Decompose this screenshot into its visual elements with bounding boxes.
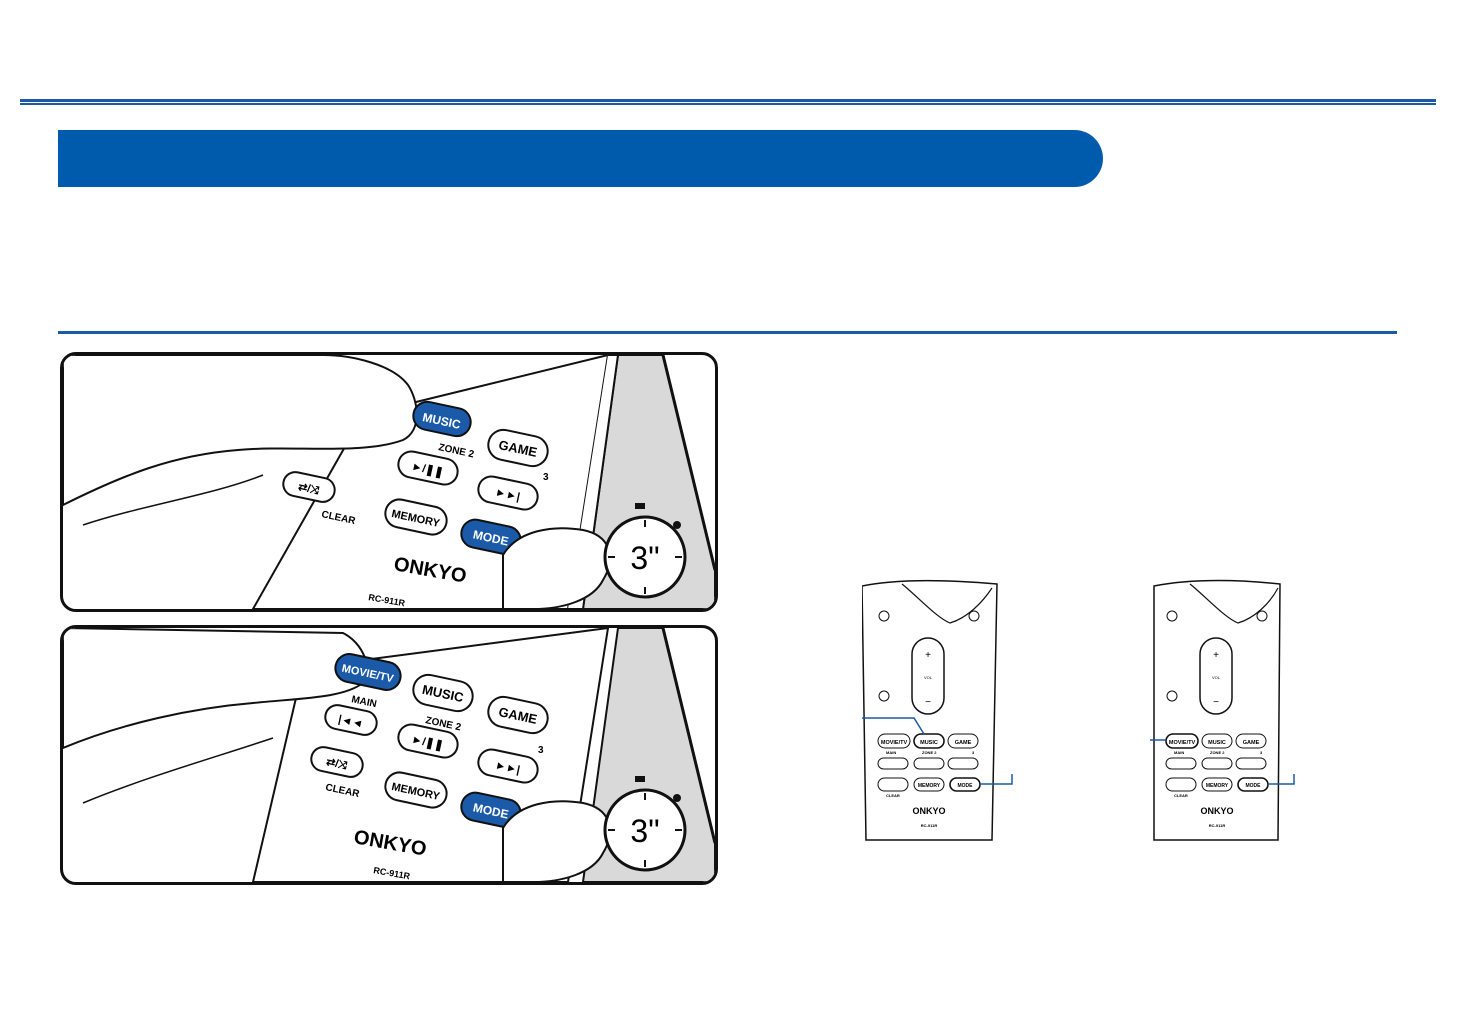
memory-button: MEMORY xyxy=(384,498,448,536)
svg-text:+: + xyxy=(925,650,931,661)
remote-diagram-right: + − VOL MOVIE/TV MUSIC GAME MAIN ZONE 2 … xyxy=(1140,578,1310,853)
zone3-label: 3 xyxy=(543,472,549,483)
subsection-rule xyxy=(58,331,1397,334)
game-button: GAME xyxy=(487,428,549,468)
play-pause-button xyxy=(397,723,459,759)
music-button: MUSIC xyxy=(412,400,472,438)
svg-text:GAME: GAME xyxy=(1243,740,1260,746)
svg-text:MODE: MODE xyxy=(1246,783,1262,789)
svg-text:ZONE 2: ZONE 2 xyxy=(1210,750,1225,755)
svg-text:⇄/⤨: ⇄/⤨ xyxy=(325,756,349,772)
svg-text:MODE: MODE xyxy=(958,783,974,789)
section-banner xyxy=(58,130,1103,187)
music-button: MUSIC xyxy=(913,733,945,749)
repeat-shuffle-button xyxy=(310,746,364,778)
svg-text:VOL: VOL xyxy=(1212,675,1221,680)
game-button: GAME xyxy=(1235,733,1267,749)
brand-logo: ONKYO xyxy=(912,806,945,816)
next-button xyxy=(477,475,539,511)
movie-tv-button: MOVIE/TV xyxy=(1165,733,1199,749)
svg-text:3: 3 xyxy=(972,750,975,755)
next-button xyxy=(477,748,539,784)
svg-text:|◄◄: |◄◄ xyxy=(337,714,364,731)
mode-button: MODE xyxy=(460,791,522,829)
repeat-shuffle-button xyxy=(282,471,336,503)
svg-text:3": 3" xyxy=(630,813,659,849)
game-button: GAME xyxy=(947,733,979,749)
svg-text:►►|: ►►| xyxy=(494,760,521,777)
top-rule xyxy=(20,99,1436,105)
movie-tv-button: MOVIE/TV xyxy=(334,653,402,691)
brand-logo: ONKYO xyxy=(1200,806,1233,816)
remote-diagram-left: + − VOL MOVIE/TV MUSIC GAME MAIN ZONE 2 … xyxy=(850,578,1042,853)
timer-icon: 3" xyxy=(603,776,687,872)
svg-text:MUSIC: MUSIC xyxy=(920,740,938,746)
callout-mode xyxy=(980,774,1013,785)
svg-text:⇄/⤨: ⇄/⤨ xyxy=(297,481,321,497)
svg-text:MEMORY: MEMORY xyxy=(1206,783,1229,789)
memory-button: MEMORY xyxy=(1201,777,1233,792)
illustration-press-music-mode: MUSIC GAME ZONE 2 3 ►/❚❚ ►►| ⇄/⤨ CLEAR M… xyxy=(60,352,718,612)
illustration-press-movietv-mode: MOVIE/TV MAIN MUSIC GAME ZONE 2 3 |◄◄ ►/… xyxy=(60,625,718,885)
music-button: MUSIC xyxy=(1201,733,1233,749)
svg-text:MAIN: MAIN xyxy=(886,750,896,755)
music-button: MUSIC xyxy=(412,673,474,713)
svg-text:−: − xyxy=(925,697,931,708)
svg-text:GAME: GAME xyxy=(955,740,972,746)
movie-tv-button: MOVIE/TV xyxy=(877,733,911,749)
play-pause-button xyxy=(397,450,459,486)
callout-music xyxy=(850,717,925,735)
zone3-label: 3 xyxy=(538,745,544,756)
callout-mode xyxy=(1268,774,1295,785)
svg-text:−: − xyxy=(1213,697,1219,708)
svg-text:CLEAR: CLEAR xyxy=(886,793,900,798)
svg-text:3: 3 xyxy=(1260,750,1263,755)
memory-button: MEMORY xyxy=(913,777,945,792)
timer-icon: 3" xyxy=(603,503,687,599)
svg-text:MUSIC: MUSIC xyxy=(1208,740,1226,746)
mode-button: MODE xyxy=(1237,777,1269,792)
svg-text:+: + xyxy=(1213,650,1219,661)
game-button: GAME xyxy=(487,695,549,735)
svg-text:►►|: ►►| xyxy=(494,487,521,504)
svg-text:CLEAR: CLEAR xyxy=(1174,793,1188,798)
svg-text:MEMORY: MEMORY xyxy=(918,783,941,789)
prev-button xyxy=(324,704,378,736)
svg-text:ZONE 2: ZONE 2 xyxy=(922,750,937,755)
model-label: RC-911R xyxy=(1209,823,1226,828)
mode-button: MODE xyxy=(949,777,981,792)
svg-text:MAIN: MAIN xyxy=(1174,750,1184,755)
svg-text:MOVIE/TV: MOVIE/TV xyxy=(881,740,908,746)
main-label: MAIN xyxy=(350,694,377,710)
svg-text:VOL: VOL xyxy=(924,675,933,680)
model-label: RC-911R xyxy=(921,823,938,828)
svg-text:3": 3" xyxy=(630,540,659,576)
svg-text:MOVIE/TV: MOVIE/TV xyxy=(1169,740,1196,746)
memory-button: MEMORY xyxy=(384,771,448,809)
